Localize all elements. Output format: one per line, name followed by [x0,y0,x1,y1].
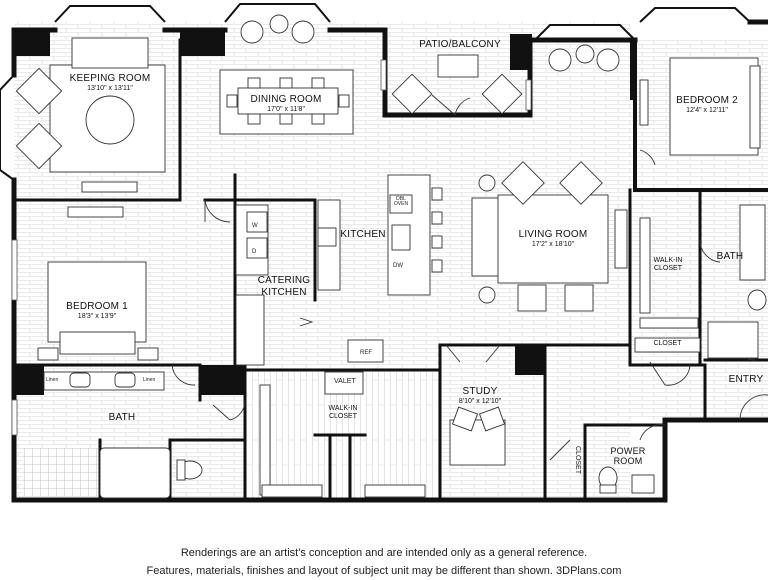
label-walk-in-closet-1: WALK-IN CLOSET [318,405,368,421]
room-dimensions: 12'4" x 12'11" [686,106,728,114]
room-name: KITCHEN [340,229,386,240]
label-study: STUDY 8'10" x 12'10" [445,386,515,406]
wall-blocks [14,28,635,395]
room-name: WALK-IN CLOSET [328,405,358,421]
room-dimensions: 18'3" x 13'9" [77,312,117,320]
furniture [15,14,767,499]
label-entry: ENTRY [724,374,768,386]
valet-label: VALET [334,378,356,385]
label-living-room: LIVING ROOM 17'2" x 18'10" [503,229,603,249]
room-name: PATIO/BALCONY [419,39,501,50]
disclaimer-line-2: Features, materials, finishes and layout… [146,565,622,577]
label-bath-1: BATH [97,412,147,424]
bay-windows [0,3,751,181]
label-bedroom-2: BEDROOM 2 12'4" x 12'11" [667,95,747,115]
label-walk-in-closet-2: WALK-IN CLOSET [648,257,688,273]
room-name: CATERING KITCHEN [257,275,311,298]
dishwasher-label: DW [393,263,403,269]
dryer-label: D [252,249,257,255]
label-catering-kitchen: CATERING KITCHEN [256,275,312,298]
label-dining-room: DINING ROOM 17'0" x 11'8" [236,94,336,114]
room-name: BATH [108,412,136,423]
disclaimer-line-1: Renderings are an artist's conception an… [180,547,588,559]
room-name: KEEPING ROOM [69,73,151,84]
room-name: LIVING ROOM [518,229,588,240]
dbl-oven-label: DBL OVEN [393,196,409,207]
disclaimer: Renderings are an artist's conception an… [0,544,768,580]
label-closet-horizontal: CLOSET [640,340,695,348]
room-name: BATH [716,251,744,262]
label-kitchen: KITCHEN [340,229,386,241]
floor-plan [0,3,768,503]
washer-label: W [252,223,258,229]
linen-right-label: Linen [143,377,156,383]
label-patio-balcony: PATIO/BALCONY [405,39,515,51]
windows [11,59,532,436]
label-power-room: POWER ROOM [600,446,656,467]
room-dimensions: 13'10" x 13'11" [87,84,133,92]
label-closet-vertical: CLOSET [574,446,581,475]
label-keeping-room: KEEPING ROOM 13'10" x 13'11" [60,73,160,93]
room-name: DINING ROOM [250,94,322,105]
refrigerator-label: REF [360,350,372,356]
room-name: ENTRY [728,374,764,385]
room-dimensions: 17'2" x 18'10" [531,240,575,248]
linen-left-label: Linen [46,377,59,383]
room-name: BEDROOM 2 [676,95,738,106]
room-name: POWER ROOM [610,446,646,467]
room-dimensions: 17'0" x 11'8" [267,105,305,113]
room-name: STUDY [462,386,498,397]
room-name: WALK-IN CLOSET [653,257,683,273]
room-name: CLOSET [653,340,682,347]
room-dimensions: 8'10" x 12'10" [458,397,502,405]
label-bedroom-1: BEDROOM 1 18'3" x 13'9" [52,301,142,321]
label-bath-2: BATH [710,251,750,263]
room-name: BEDROOM 1 [66,301,128,312]
